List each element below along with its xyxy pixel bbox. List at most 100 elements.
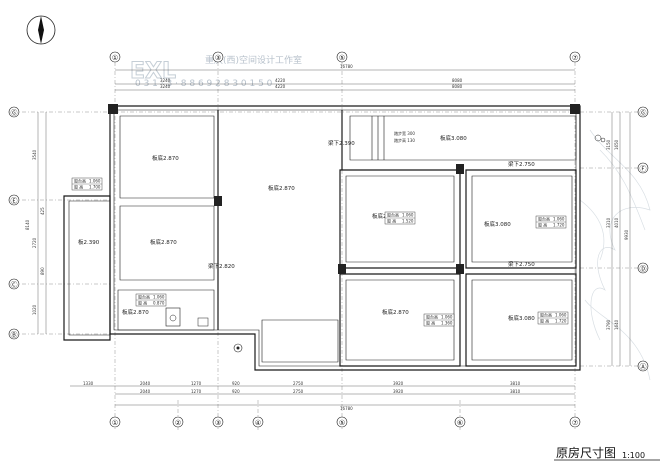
dim-left-c: 1020 bbox=[32, 304, 37, 315]
drawing-title: 原房尺寸图 1:100 bbox=[554, 445, 660, 461]
axis-bottom-3: ③ bbox=[215, 419, 221, 427]
dim-bottom-2f: 3810 bbox=[510, 389, 521, 394]
tag-4-bv: 1.360 bbox=[441, 321, 453, 326]
dim-right-b: 3310 bbox=[606, 217, 611, 228]
dim-bottom-2b: 1270 bbox=[191, 389, 202, 394]
axis-bottom-7: ⑦ bbox=[572, 419, 578, 427]
tag-6-av: 1.060 bbox=[153, 295, 165, 300]
watermark-logo: EXL bbox=[130, 59, 176, 84]
stair-height-label: 踏步高 130 bbox=[394, 137, 415, 143]
tag-3-av: 1.060 bbox=[553, 217, 565, 222]
axis-right-d: Ⓓ bbox=[640, 265, 647, 273]
tag-1-bv: 1.700 bbox=[89, 185, 101, 190]
pipe-icon bbox=[233, 134, 606, 353]
axis-left-g: Ⓖ bbox=[11, 109, 18, 117]
window-tags: 窗台高 1.060 窗 高 1.700 窗台高 1.060 窗 高 1.520 … bbox=[71, 178, 569, 327]
tag-4-a: 窗台高 bbox=[426, 314, 438, 320]
room-label-top-left: 板底2.870 bbox=[152, 154, 179, 162]
room-label-right-bottom: 板底3.080 bbox=[508, 314, 535, 322]
beam-label-1: 梁下2.390 bbox=[328, 139, 355, 147]
axis-right-f: Ⓕ bbox=[640, 165, 647, 173]
tag-5-av: 1.060 bbox=[555, 313, 567, 318]
walls bbox=[63, 104, 581, 371]
axis-markers-right: Ⓖ Ⓕ Ⓓ Ⓐ bbox=[637, 106, 649, 372]
dim-bottom-2c: 920 bbox=[232, 389, 240, 394]
dim-right-f: 4010 bbox=[614, 217, 619, 228]
axis-top-5: ⑤ bbox=[339, 54, 345, 62]
beam-label-4: 梁下2.820 bbox=[208, 262, 235, 270]
tag-1-av: 1.060 bbox=[89, 179, 101, 184]
dim-top-2b: 4220 bbox=[275, 84, 286, 89]
dim-bottom-1d: 920 bbox=[232, 381, 240, 386]
dim-top-total: 16780 bbox=[340, 64, 353, 69]
watermark-line1: 重庆(西)空间设计工作室 bbox=[205, 54, 302, 66]
room-labels: 板底2.870 板底2.870 板底2.870 板2.390 板底2.870 板… bbox=[78, 134, 535, 322]
title-scale: 1:100 bbox=[622, 451, 645, 460]
window-tag-6: 窗台高 1.060 窗 高 0.870 bbox=[135, 294, 167, 307]
dim-top-1a: 3240 bbox=[160, 78, 171, 83]
dim-left-d: 425 bbox=[40, 207, 45, 215]
tag-4-b: 窗 高 bbox=[426, 320, 435, 326]
dim-right-a: 3150 bbox=[606, 139, 611, 150]
bath-fixtures-icon bbox=[165, 307, 209, 327]
dim-bottom-1e: 2750 bbox=[293, 381, 304, 386]
stair-width-label: 踏步宽 300 bbox=[394, 130, 415, 136]
room-label-mid-left: 板底2.870 bbox=[150, 238, 177, 246]
axis-bottom-2: ② bbox=[175, 419, 181, 427]
tag-6-a: 窗台高 bbox=[138, 294, 150, 300]
dim-bottom-1f: 3920 bbox=[393, 381, 404, 386]
dim-bottom-total: 16780 bbox=[340, 406, 353, 411]
axis-right-a: Ⓐ bbox=[640, 363, 647, 371]
tag-1-b: 窗 高 bbox=[74, 184, 83, 190]
axis-bottom-6: ⑥ bbox=[457, 419, 463, 427]
tag-6-b: 窗 高 bbox=[138, 300, 147, 306]
dimensions-right: 3150 3310 3790 1650 1640 9930 4010 bbox=[606, 112, 631, 366]
tag-3-bv: 1.720 bbox=[553, 223, 565, 228]
room-label-bath: 板底2.870 bbox=[122, 308, 149, 316]
beam-label-2: 梁下2.750 bbox=[508, 160, 535, 168]
dim-left-e: 890 bbox=[40, 267, 45, 275]
axis-right-g: Ⓖ bbox=[640, 109, 647, 117]
room-label-top-strip: 板底3.080 bbox=[440, 134, 467, 142]
tag-2-av: 1.060 bbox=[402, 213, 414, 218]
tag-2-a: 窗台高 bbox=[387, 212, 399, 218]
tag-5-a: 窗台高 bbox=[540, 312, 552, 318]
window-tag-3: 窗台高 1.060 窗 高 1.720 bbox=[535, 216, 567, 229]
dim-bottom-2d: 2750 bbox=[293, 389, 304, 394]
title-main: 原房尺寸图 bbox=[556, 445, 616, 460]
stair-info: 踏步宽 300 踏步高 130 bbox=[394, 130, 415, 143]
window-tag-5: 窗台高 1.060 窗 高 1.720 bbox=[537, 312, 569, 325]
room-label-living: 板底2.870 bbox=[268, 184, 295, 192]
dim-top-1b: 4220 bbox=[275, 78, 286, 83]
axis-top-3: ③ bbox=[215, 54, 221, 62]
window-tag-2: 窗台高 1.060 窗 高 1.520 bbox=[384, 212, 416, 225]
dim-bottom-2e: 3920 bbox=[393, 389, 404, 394]
axis-bottom-4: ④ bbox=[255, 419, 261, 427]
axis-bottom-1: ① bbox=[112, 419, 118, 427]
room-label-mid-lower: 板底2.870 bbox=[382, 308, 409, 316]
axis-top-7: ⑦ bbox=[572, 54, 578, 62]
dim-bottom-2a: 2040 bbox=[140, 389, 151, 394]
axis-markers-top: ① ③ ⑤ ⑦ bbox=[109, 51, 581, 63]
dimensions-bottom: 1330 2040 1270 920 2750 3920 3810 2040 1… bbox=[70, 381, 575, 411]
axis-markers-bottom: ① ② ③ ④ ⑤ ⑥ ⑦ bbox=[109, 416, 581, 428]
dim-bottom-1a: 1330 bbox=[83, 381, 94, 386]
axis-bottom-5: ⑤ bbox=[339, 419, 345, 427]
dimensions-top: 3240 4220 8080 3240 4220 8080 16780 bbox=[115, 64, 575, 91]
north-compass bbox=[26, 15, 56, 45]
dim-top-2c: 8080 bbox=[452, 84, 463, 89]
dim-right-e: 1640 bbox=[614, 319, 619, 330]
dim-top-1c: 8080 bbox=[452, 78, 463, 83]
dim-right-c: 3790 bbox=[606, 319, 611, 330]
tag-4-av: 1.060 bbox=[441, 315, 453, 320]
tag-6-bv: 0.870 bbox=[153, 301, 165, 306]
tag-1-a: 窗台高 bbox=[74, 178, 86, 184]
axis-left-e: Ⓔ bbox=[11, 197, 18, 205]
dim-left-total: 8140 bbox=[25, 219, 30, 230]
dim-top-2a: 3240 bbox=[160, 84, 171, 89]
axis-markers-left: Ⓖ Ⓔ Ⓒ Ⓑ bbox=[8, 106, 20, 340]
tag-5-bv: 1.720 bbox=[555, 319, 567, 324]
room-label-right-top: 板底3.080 bbox=[484, 220, 511, 228]
dim-bottom-1c: 1270 bbox=[191, 381, 202, 386]
